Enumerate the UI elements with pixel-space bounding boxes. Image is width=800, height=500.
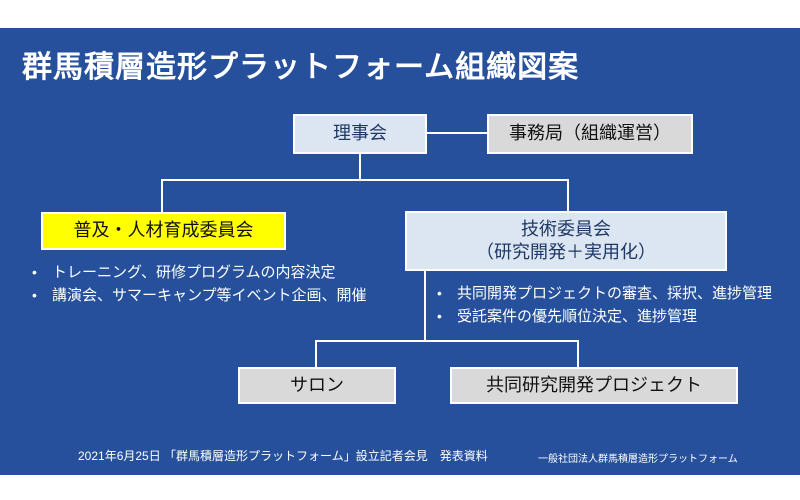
outreach-committee-bullets: トレーニング、研修プログラムの内容決定 講演会、サマーキャンプ等イベント企画、開… (28, 261, 367, 307)
footer-organization-name: 一般社団法人群馬積層造形プラットフォーム (538, 454, 738, 465)
bullet-item: 受託案件の優先順位決定、進捗管理 (433, 305, 772, 328)
connector-to-salon (315, 340, 317, 368)
connector-committees-horizontal (161, 179, 569, 181)
connector-to-outreach (161, 179, 163, 213)
bullet-item: 講演会、サマーキャンプ等イベント企画、開催 (28, 284, 367, 307)
bullet-item: トレーニング、研修プログラムの内容決定 (28, 261, 367, 284)
connector-technical-down (424, 270, 426, 342)
org-box-salon: サロン (238, 367, 396, 404)
technical-committee-bullets: 共同開発プロジェクトの審査、採択、進捗管理 受託案件の優先順位決定、進捗管理 (433, 282, 772, 328)
connector-to-joint-project (577, 340, 579, 368)
org-box-secretariat-label: 事務局（組織運営） (509, 123, 671, 144)
connector-to-technical (567, 179, 569, 212)
org-box-technical-committee: 技術委員会 （研究開発＋実用化） (405, 211, 727, 271)
org-box-technical-committee-label-line1: 技術委員会 (521, 218, 611, 239)
slide-title: 群馬積層造形プラットフォーム組織図案 (22, 51, 580, 84)
bullet-item: 共同開発プロジェクトの審査、採択、進捗管理 (433, 282, 772, 305)
org-box-joint-project-label: 共同研究開発プロジェクト (486, 374, 702, 395)
connector-bottom-horizontal (315, 340, 579, 342)
org-box-outreach-committee-label: 普及・人材育成委員会 (73, 220, 254, 241)
org-box-secretariat: 事務局（組織運営） (487, 114, 693, 154)
org-box-joint-project: 共同研究開発プロジェクト (450, 367, 738, 404)
org-box-board: 理事会 (293, 114, 427, 154)
footer-source-note: 2021年6月25日 「群馬積層造形プラットフォーム」設立記者会見 発表資料 (78, 449, 488, 463)
org-box-technical-committee-label-line2: （研究開発＋実用化） (476, 242, 656, 262)
connector-board-down (359, 153, 361, 181)
connector-board-secretariat (426, 132, 487, 134)
org-box-salon-label: サロン (290, 374, 344, 395)
org-box-board-label: 理事会 (333, 123, 387, 144)
org-box-outreach-committee: 普及・人材育成委員会 (41, 212, 286, 250)
